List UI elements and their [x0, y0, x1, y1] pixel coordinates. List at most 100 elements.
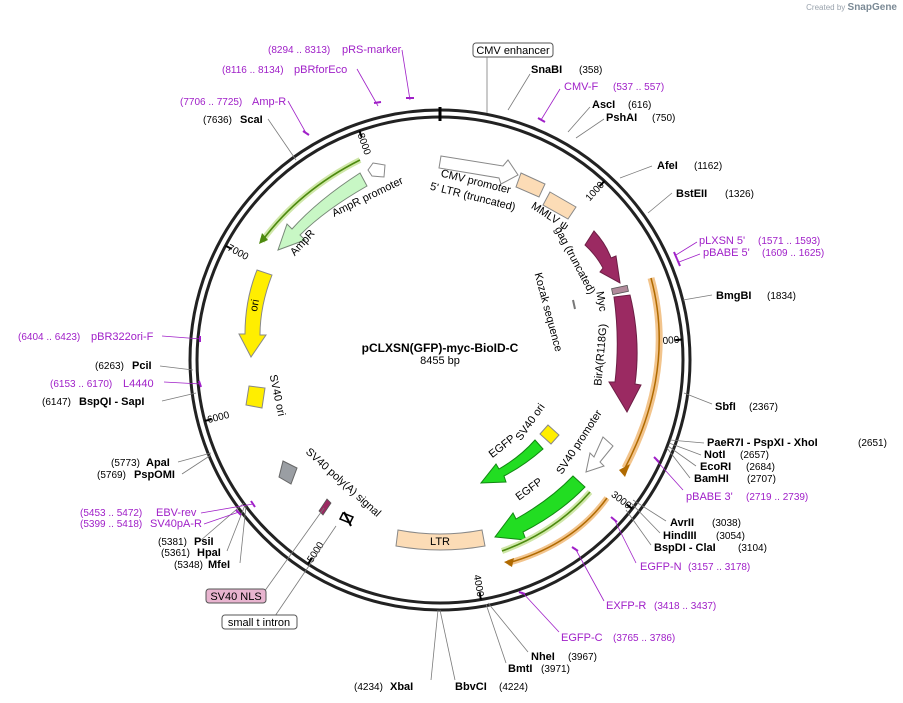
svg-text:(3054): (3054) — [716, 531, 745, 542]
enzyme-asci: AscI (616) — [567, 99, 651, 133]
primer-amp-r: Amp-R (7706 .. 7725) — [180, 96, 310, 136]
svg-text:BspQI - SapI: BspQI - SapI — [79, 396, 144, 408]
sv40-ori-box-right — [539, 424, 560, 445]
svg-text:CMV-F: CMV-F — [564, 81, 599, 93]
egfp-arrow-lower — [494, 475, 586, 541]
cmv-enhancer-box — [472, 42, 554, 58]
sv40-ori-box-left — [245, 385, 266, 409]
enzyme-scai: ScaI (7636) — [203, 114, 297, 161]
enzyme-snabi: SnaBI (358) — [507, 64, 602, 111]
svg-text:(5773): (5773) — [111, 458, 140, 469]
svg-text:(3971): (3971) — [541, 664, 570, 675]
feature-label-myc: Myc — [593, 291, 608, 313]
kozak-marker — [572, 299, 576, 310]
primer-pbrforeco: pBRforEco (8116 .. 8134) — [222, 64, 382, 107]
svg-text:(5769): (5769) — [97, 470, 126, 481]
svg-text:(3418 .. 3437): (3418 .. 3437) — [654, 601, 716, 612]
tick-label-6000: 6000 — [206, 410, 231, 426]
primer-ebv-rev: EBV-rev (5453 .. 5472) — [80, 500, 256, 519]
orange-arc-line-2 — [507, 497, 608, 564]
svg-text:SV40pA-R: SV40pA-R — [150, 518, 202, 530]
svg-text:(6147): (6147) — [42, 397, 71, 408]
feature-label-egfp-lower: EGFP — [514, 476, 545, 503]
svg-text:L4440: L4440 — [123, 378, 154, 390]
svg-text:(2684): (2684) — [746, 462, 775, 473]
enzyme-pcii: PciI (6263) — [95, 360, 194, 372]
svg-text:(6404 .. 6423): (6404 .. 6423) — [18, 332, 80, 343]
svg-text:HindIII: HindIII — [663, 530, 697, 542]
ori-arrow — [238, 269, 273, 358]
small-t-intron-box — [221, 614, 298, 630]
enzyme-nhei: NheI (3967) — [487, 602, 597, 663]
5ltr-box — [515, 172, 546, 198]
plasmid-length: 8455 bp — [420, 355, 460, 367]
primer-pbr322ori-f: pBR322ori-F (6404 .. 6423) — [18, 331, 202, 343]
svg-text:BstEII: BstEII — [676, 188, 707, 200]
feature-label-bira: BirA(R118G) — [592, 323, 609, 386]
svg-text:SbfI: SbfI — [715, 401, 736, 413]
enzyme-sbfi: SbfI (2367) — [683, 392, 778, 413]
svg-text:(2719 .. 2739): (2719 .. 2739) — [746, 492, 808, 503]
tick-mark-8000 — [358, 130, 363, 138]
feature-label-ori: ori — [248, 298, 262, 312]
svg-text:(7636): (7636) — [203, 115, 232, 126]
svg-text:(5361): (5361) — [161, 548, 190, 559]
enzyme-pshai: PshAI (750) — [575, 112, 675, 139]
feature-label-sv40-nls: SV40 NLS — [210, 591, 261, 603]
sv40-nls-leader — [263, 507, 325, 593]
svg-text:(1162): (1162) — [694, 161, 722, 172]
svg-text:(1571 .. 1593): (1571 .. 1593) — [758, 236, 820, 247]
tick-label-8000: 8000 — [355, 132, 373, 157]
snapgene-logo: SnapGene — [847, 2, 897, 13]
svg-text:(616): (616) — [628, 100, 651, 111]
enzyme-sapi: BspQI - SapI (6147) — [42, 392, 197, 408]
ampr-arc-head — [259, 233, 268, 244]
svg-text:(3967): (3967) — [568, 652, 597, 663]
svg-text:BmgBI: BmgBI — [716, 290, 751, 302]
enzyme-bamhi: BamHI (2707) — [666, 447, 776, 485]
svg-text:(2367): (2367) — [749, 402, 778, 413]
created-by-text: Created by — [806, 3, 846, 12]
green-arc-line — [501, 491, 591, 552]
primer-pbabe5: pBABE 5' (1609 .. 1625) — [676, 247, 824, 267]
tick-mark-3000 — [626, 503, 633, 510]
svg-text:(6153 .. 6170): (6153 .. 6170) — [50, 379, 112, 390]
enzyme-ecori: EcoRI (2684) — [667, 445, 775, 473]
tick-mark-2000 — [675, 338, 683, 342]
ampr-promoter-arrow — [367, 162, 386, 178]
svg-text:AscI: AscI — [592, 99, 615, 111]
svg-text:(8294 .. 8313): (8294 .. 8313) — [268, 45, 330, 56]
svg-text:PshAI: PshAI — [606, 112, 637, 124]
gray-feature-box — [278, 460, 298, 485]
svg-text:HpaI: HpaI — [197, 547, 221, 559]
svg-text:(3157 .. 3178): (3157 .. 3178) — [688, 562, 750, 573]
svg-text:(750): (750) — [652, 113, 675, 124]
enzyme-pspomi: PspOMI (5769) — [97, 454, 212, 481]
enzyme-bbvci: BbvCI (4224) — [439, 609, 528, 693]
svg-text:EGFP-N: EGFP-N — [640, 561, 682, 573]
enzyme-bmgbi: BmgBI (1834) — [682, 290, 796, 302]
svg-text:(5453 .. 5472): (5453 .. 5472) — [80, 508, 142, 519]
enzyme-claI: BspDI - ClaI (3104) — [625, 509, 767, 554]
svg-text:(3765 .. 3786): (3765 .. 3786) — [613, 633, 675, 644]
ampr-arc-line — [261, 159, 361, 242]
orange-arc-line-1 — [624, 277, 660, 469]
svg-text:(2657): (2657) — [740, 450, 769, 461]
svg-text:(5381): (5381) — [158, 537, 187, 548]
orange-arc-head-1 — [619, 464, 630, 477]
svg-text:(537 .. 557): (537 .. 557) — [613, 82, 664, 93]
svg-text:pBABE 3': pBABE 3' — [686, 491, 733, 503]
svg-text:ScaI: ScaI — [240, 114, 263, 126]
svg-text:pBRforEco: pBRforEco — [294, 64, 347, 76]
primer-egfp-n: EGFP-N (3157 .. 3178) — [610, 516, 750, 573]
svg-text:pLXSN 5': pLXSN 5' — [699, 235, 745, 247]
primer-prs-marker: pRS-marker (8294 .. 8313) — [268, 44, 414, 101]
tick-mark-5000 — [307, 557, 313, 565]
tick-label-3000: 3000 — [609, 489, 634, 512]
small-t-leader — [274, 525, 337, 617]
feature-label-ltr: LTR — [430, 536, 450, 548]
svg-text:(3104): (3104) — [738, 543, 767, 554]
bira-arrow — [608, 294, 642, 414]
enzyme-bmti: BmtI (3971) — [485, 603, 570, 675]
